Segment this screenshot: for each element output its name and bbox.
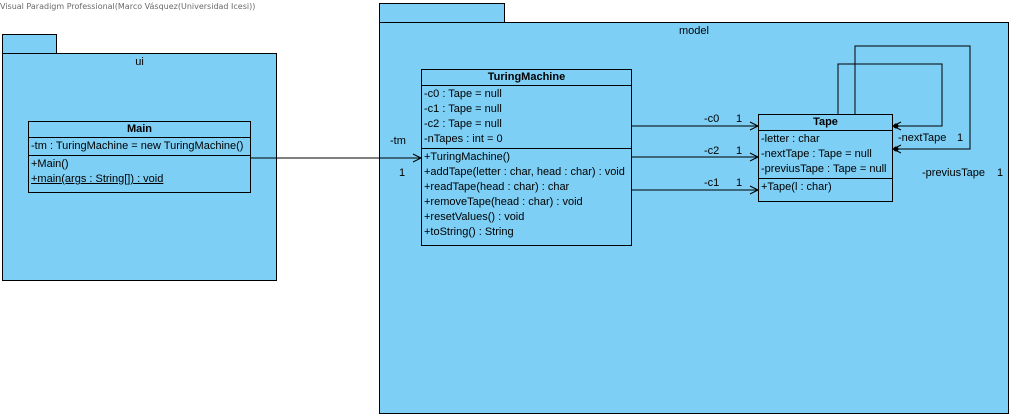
class-turingmachine[interactable]: TuringMachine -c0 : Tape = null -c1 : Ta… (421, 69, 632, 246)
attribute-tm[interactable]: -tm : TuringMachine = new TuringMachine(… (31, 140, 244, 152)
class-turingmachine-attributes: -c0 : Tape = null -c1 : Tape = null -c2 … (422, 86, 631, 149)
label-nexttape-multiplicity: 1 (957, 132, 964, 144)
attribute-c0[interactable]: -c0 : Tape = null (424, 88, 502, 100)
label-c2-role: -c2 (704, 145, 720, 157)
package-model-name: model (679, 25, 709, 37)
association-tm-arrow (412, 153, 423, 163)
operation-main-static[interactable]: +main(args : String[]) : void (31, 173, 164, 185)
label-c1-role: -c1 (704, 177, 720, 189)
label-c2-multiplicity: 1 (736, 145, 743, 157)
class-main[interactable]: Main -tm : TuringMachine = new TuringMac… (28, 121, 251, 193)
association-c0-arrow (749, 121, 760, 131)
association-previustape-line[interactable] (854, 45, 971, 150)
class-main-attributes: -tm : TuringMachine = new TuringMachine(… (29, 138, 250, 156)
label-nexttape-role: -nextTape (898, 132, 947, 144)
attribute-nexttape[interactable]: -nextTape : Tape = null (761, 148, 872, 160)
class-tape-attributes: -letter : char -nextTape : Tape = null -… (759, 131, 892, 179)
operation-resetvalues[interactable]: +resetValues() : void (424, 211, 525, 223)
label-previustape-role: -previusTape (922, 167, 985, 179)
class-tape[interactable]: Tape -letter : char -nextTape : Tape = n… (758, 114, 893, 202)
association-previustape-arrow (891, 144, 902, 154)
attribute-previustape[interactable]: -previusTape : Tape = null (761, 163, 887, 175)
label-c1-multiplicity: 1 (736, 177, 743, 189)
attribute-c2[interactable]: -c2 : Tape = null (424, 118, 502, 130)
operation-tostring[interactable]: +toString() : String (424, 226, 514, 238)
label-tm-multiplicity: 1 (399, 167, 406, 179)
association-nexttape-arrow (891, 121, 902, 131)
class-tape-operations: +Tape(l : char) (759, 179, 892, 196)
class-main-name: Main (29, 122, 250, 138)
association-nexttape-end-dot (893, 123, 899, 129)
attribute-c1[interactable]: -c1 : Tape = null (424, 103, 502, 115)
operation-turingmachine[interactable]: +TuringMachine() (424, 151, 511, 163)
attribute-letter[interactable]: -letter : char (761, 133, 820, 145)
attribute-ntapes[interactable]: -nTapes : int = 0 (424, 133, 503, 145)
class-turingmachine-name: TuringMachine (422, 70, 631, 86)
package-ui-name: ui (135, 56, 144, 68)
association-previustape-end-dot (893, 146, 899, 152)
class-tape-name: Tape (759, 115, 892, 131)
operation-readtape[interactable]: +readTape(head : char) : char (424, 181, 570, 193)
watermark: Visual Paradigm Professional(Marco Vásqu… (0, 2, 256, 11)
operation-removetape[interactable]: +removeTape(head : char) : void (424, 196, 583, 208)
label-previustape-multiplicity: 1 (997, 167, 1004, 179)
association-c2-arrow (749, 152, 760, 162)
label-c0-multiplicity: 1 (736, 113, 743, 125)
class-turingmachine-operations: +TuringMachine() +addTape(letter : char,… (422, 149, 631, 241)
operation-tape-constructor[interactable]: +Tape(l : char) (761, 181, 832, 193)
association-nexttape-line[interactable] (837, 63, 943, 127)
operation-main-constructor[interactable]: +Main() (31, 158, 69, 170)
association-c1-arrow (749, 185, 760, 195)
class-main-operations: +Main() +main(args : String[]) : void (29, 156, 250, 188)
label-tm-role: -tm (390, 135, 406, 147)
operation-addtape[interactable]: +addTape(letter : char, head : char) : v… (424, 166, 625, 178)
label-c0-role: -c0 (704, 113, 720, 125)
